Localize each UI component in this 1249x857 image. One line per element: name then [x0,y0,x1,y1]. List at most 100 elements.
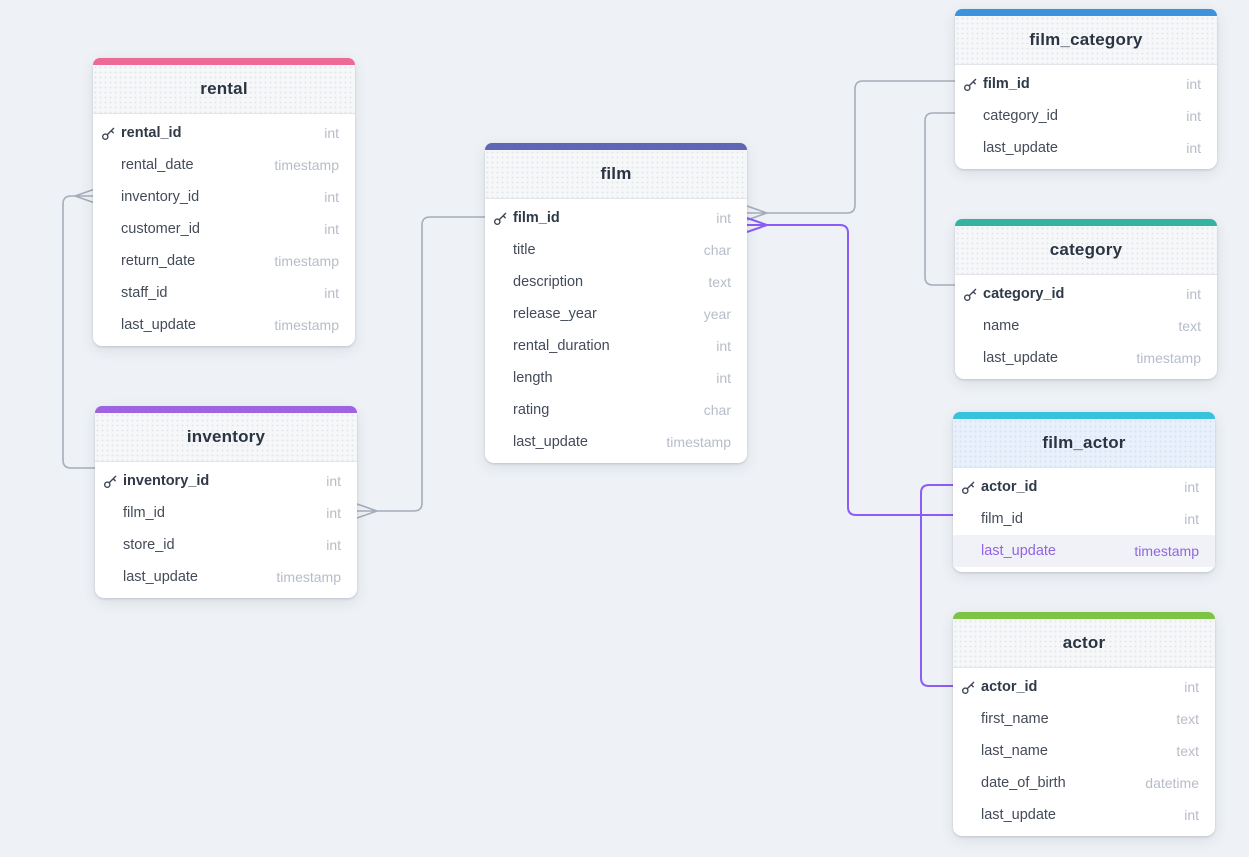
field-type: int [324,221,339,237]
field-type: timestamp [1136,350,1201,366]
field-row-return_date[interactable]: return_date timestamp [93,245,355,277]
field-type: timestamp [274,317,339,333]
field-type: int [716,370,731,386]
field-name: actor_id [981,479,1038,495]
table-title-label: category [1049,240,1123,259]
field-name: rental_id [121,125,182,141]
field-name: customer_id [121,221,200,237]
field-row-last_update[interactable]: last_update timestamp [485,426,747,458]
table-title: inventory [95,413,357,462]
field-row-actor_id[interactable]: actor_id int [953,471,1215,503]
table-title-label: actor [1062,633,1106,652]
field-type: text [1176,743,1199,759]
table-accent-bar [953,612,1215,619]
field-type: int [1184,679,1199,695]
primary-key-icon [962,681,975,695]
field-name: last_update [983,350,1058,366]
primary-key-icon [962,481,975,495]
relationship-rental-inventory[interactable] [62,188,96,469]
field-type: timestamp [274,157,339,173]
field-row-rental_id[interactable]: rental_id int [93,117,355,149]
field-row-customer_id[interactable]: customer_id int [93,213,355,245]
table-accent-bar [955,9,1217,16]
field-name: inventory_id [121,189,200,205]
field-type: int [324,125,339,141]
field-row-first_name[interactable]: first_name text [953,703,1215,735]
field-name: staff_id [121,285,168,301]
field-type: timestamp [276,569,341,585]
field-type: int [1184,479,1199,495]
field-type: datetime [1145,775,1199,791]
table-title-label: film_category [1029,30,1143,49]
field-row-film_id[interactable]: film_id int [953,503,1215,535]
field-type: int [326,505,341,521]
relationship-film-film_category[interactable] [746,80,955,221]
field-type: text [1176,711,1199,727]
field-type: timestamp [1134,543,1199,559]
table-title-label: inventory [186,427,266,446]
relationship-film-film_actor[interactable] [746,217,953,516]
field-row-rating[interactable]: rating char [485,394,747,426]
field-type: int [326,473,341,489]
field-row-staff_id[interactable]: staff_id int [93,277,355,309]
field-type: int [324,285,339,301]
field-row-last_update[interactable]: last_update timestamp [955,342,1217,374]
field-name: last_update [513,434,588,450]
field-type: char [703,402,731,418]
field-name: first_name [981,711,1049,727]
crow-foot-many-icon [746,205,768,221]
field-name: return_date [121,253,196,269]
table-title-label: rental [200,79,248,98]
field-name: category_id [983,108,1058,124]
field-name: rating [513,402,550,418]
field-type: char [703,242,731,258]
relationship-inventory-film[interactable] [356,216,485,519]
relationship-film_category-category[interactable] [924,112,955,286]
table-title: film_category [955,16,1217,65]
field-type: int [1184,511,1199,527]
field-name: release_year [513,306,597,322]
relationship-film_actor-actor[interactable] [920,484,953,687]
field-type: timestamp [666,434,731,450]
primary-key-icon [494,212,507,226]
table-title: film [485,150,747,199]
field-name: store_id [123,537,175,553]
field-name: film_id [981,511,1023,527]
field-type: timestamp [274,253,339,269]
primary-key-icon [964,78,977,92]
field-type: int [1184,807,1199,823]
table-title: category [955,226,1217,275]
